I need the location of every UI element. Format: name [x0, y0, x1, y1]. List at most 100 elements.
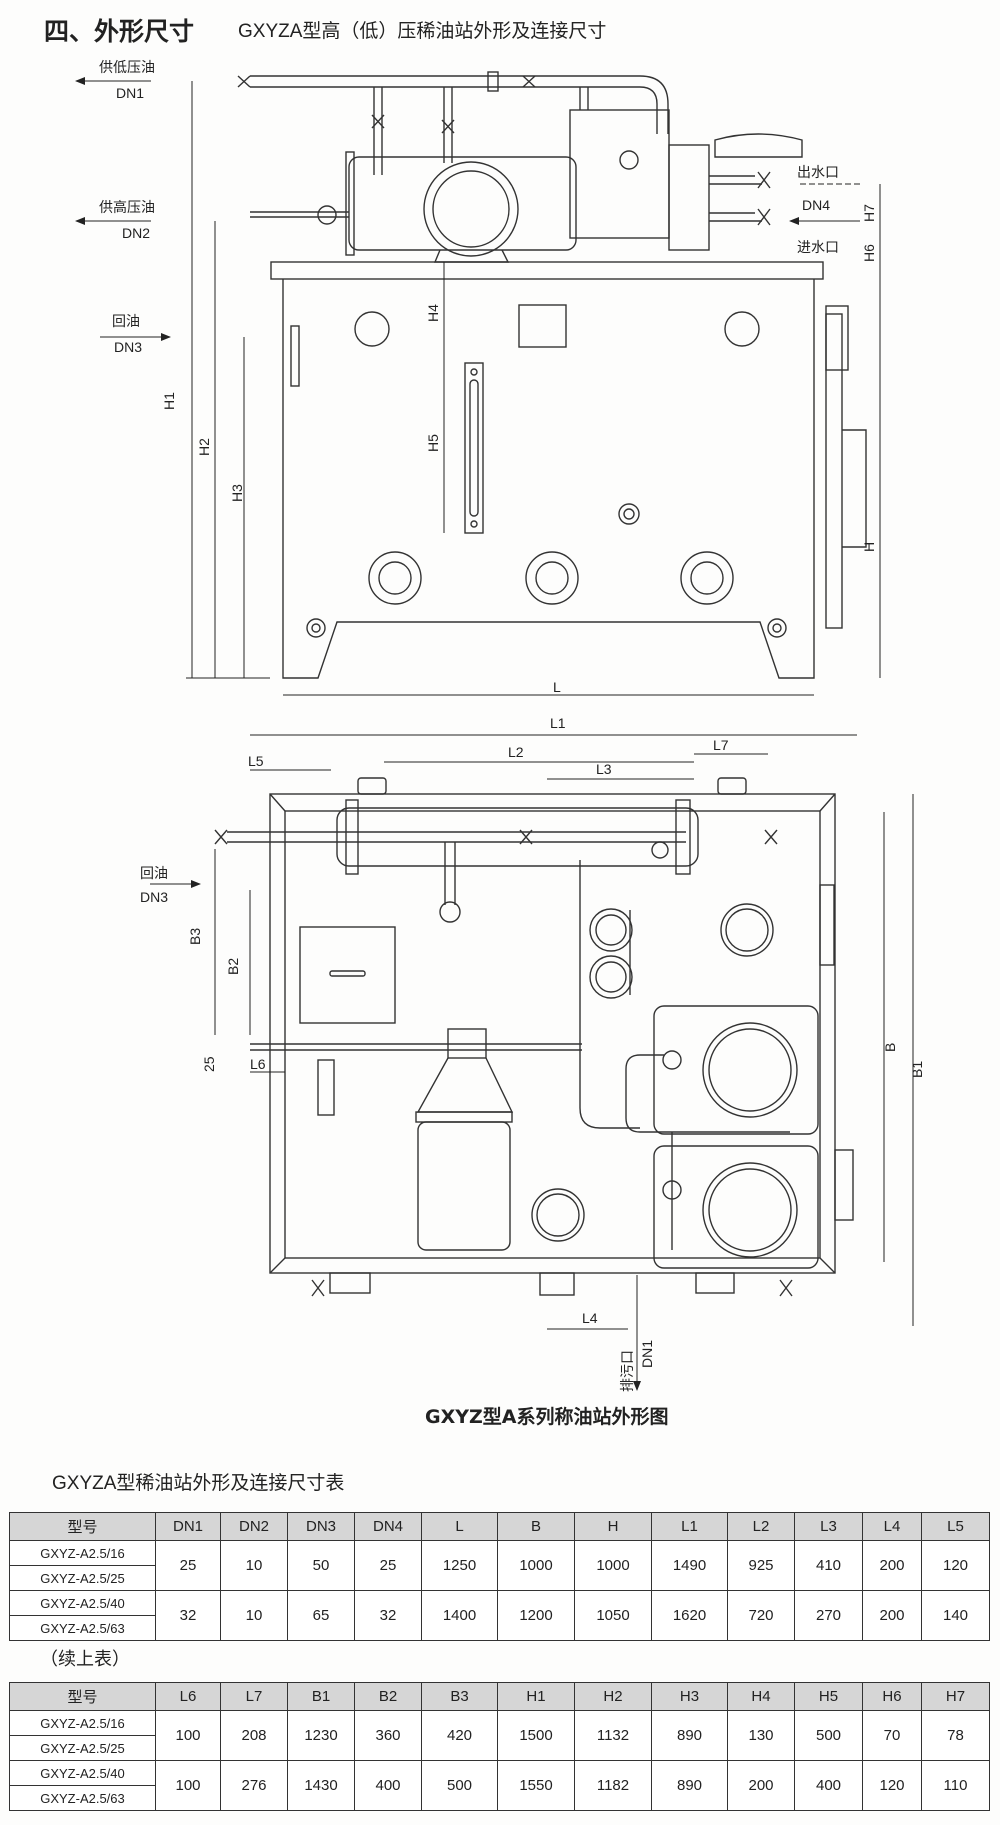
label-b: B: [882, 1043, 898, 1052]
value-cell: 78: [921, 1710, 990, 1761]
label-l6: L6: [250, 1056, 266, 1072]
label-dn3: DN3: [114, 339, 142, 355]
value-cell: 1000: [574, 1540, 652, 1591]
value-cell: 140: [921, 1590, 990, 1641]
level-gauge: [464, 362, 484, 534]
flanged-ports: [368, 551, 734, 605]
value-cell: 100: [155, 1760, 221, 1811]
label-dn1: DN1: [116, 85, 144, 101]
value-cell: 120: [921, 1540, 990, 1591]
top-view: [214, 777, 854, 1297]
value-cell: 110: [921, 1760, 990, 1811]
table-row: GXYZ-A2.5/25: [9, 1565, 990, 1591]
column-header: 型号: [9, 1682, 156, 1711]
label-h3: H3: [229, 484, 245, 502]
value-cell: 1050: [574, 1590, 652, 1641]
value-cell: 1000: [497, 1540, 575, 1591]
column-header: H1: [497, 1682, 575, 1711]
column-header: L: [421, 1512, 498, 1541]
label-b3: B3: [187, 928, 203, 945]
pressure-pipe: [250, 1043, 582, 1051]
table-row: GXYZ-A2.5/25: [9, 1735, 990, 1761]
value-cell: 10: [220, 1590, 288, 1641]
column-header: B3: [421, 1682, 498, 1711]
column-header: DN2: [220, 1512, 288, 1541]
top-view-labels: L1 L2 L3 L5 L7 回油 DN3 B3 B2 25 L6 B B1 L…: [140, 715, 925, 1392]
value-cell: 25: [155, 1540, 221, 1591]
continued-label: （续上表）: [40, 1649, 130, 1669]
label-dn1-name: 供低压油: [99, 59, 155, 75]
label-dn3-name: 回油: [140, 865, 168, 881]
value-cell: 1500: [497, 1710, 575, 1761]
technical-drawings: 供低压油 DN1 供高压油 DN2 回油 DN3 出水口 DN4 进水口 H7 …: [75, 59, 925, 1392]
column-header: DN4: [354, 1512, 422, 1541]
value-cell: 1230: [287, 1710, 355, 1761]
value-cell: 1490: [651, 1540, 728, 1591]
value-cell: 1430: [287, 1760, 355, 1811]
model-cell: GXYZ-A2.5/25: [9, 1565, 156, 1591]
label-h: H: [861, 542, 877, 552]
top-view-annotations: [150, 734, 914, 1391]
label-25: 25: [201, 1056, 217, 1072]
value-cell: 1620: [651, 1590, 728, 1641]
value-cell: 130: [727, 1710, 795, 1761]
column-header: H: [574, 1512, 652, 1541]
label-water-in: 进水口: [797, 239, 839, 255]
value-cell: 890: [651, 1710, 728, 1761]
value-cell: 25: [354, 1540, 422, 1591]
model-cell: GXYZ-A2.5/16: [9, 1540, 156, 1566]
value-cell: 400: [794, 1760, 863, 1811]
feet: [311, 1272, 793, 1297]
value-cell: 400: [354, 1760, 422, 1811]
motor-pump: [415, 1028, 514, 1251]
value-cell: 32: [354, 1590, 422, 1641]
model-cell: GXYZ-A2.5/63: [9, 1785, 156, 1811]
value-cell: 270: [794, 1590, 863, 1641]
label-h1: H1: [161, 392, 177, 410]
base-frame: [269, 793, 854, 1274]
label-drain: 排污口: [619, 1350, 635, 1392]
label-l: L: [553, 679, 561, 695]
label-h4: H4: [425, 304, 441, 322]
column-header: H4: [727, 1682, 795, 1711]
tank-body: [270, 261, 867, 679]
value-cell: 1200: [497, 1590, 575, 1641]
label-dn2-name: 供高压油: [99, 199, 155, 215]
value-cell: 1550: [497, 1760, 575, 1811]
value-cell: 65: [287, 1590, 355, 1641]
value-cell: 500: [421, 1760, 498, 1811]
label-b2: B2: [225, 958, 241, 975]
value-cell: 1182: [574, 1760, 652, 1811]
nameplate: [518, 304, 567, 348]
label-h7: H7: [861, 204, 877, 222]
front-view-labels: 供低压油 DN1 供高压油 DN2 回油 DN3 出水口 DN4 进水口 H7 …: [99, 59, 877, 695]
column-header: H3: [651, 1682, 728, 1711]
drawing-subtitle: GXYZA型高（低）压稀油站外形及连接尺寸: [238, 21, 607, 42]
column-header: L6: [155, 1682, 221, 1711]
value-cell: 410: [794, 1540, 863, 1591]
column-header: DN3: [287, 1512, 355, 1541]
column-header: L2: [727, 1512, 795, 1541]
model-cell: GXYZ-A2.5/40: [9, 1760, 156, 1786]
label-water-out: 出水口: [797, 164, 839, 180]
column-header: H7: [921, 1682, 990, 1711]
label-dn1: DN1: [639, 1340, 655, 1368]
table-row: GXYZ-A2.5/63: [9, 1615, 990, 1641]
column-header: L7: [220, 1682, 288, 1711]
label-dn3-name: 回油: [112, 313, 140, 329]
value-cell: 100: [155, 1710, 221, 1761]
table-title: GXYZA型稀油站外形及连接尺寸表: [52, 1473, 345, 1494]
port-circle: [354, 311, 390, 347]
control-box: [299, 926, 396, 1024]
label-l7: L7: [713, 737, 729, 753]
section-title: 四、外形尺寸: [44, 17, 195, 46]
label-l5: L5: [248, 753, 264, 769]
value-cell: 1132: [574, 1710, 652, 1761]
column-header: H2: [574, 1682, 652, 1711]
model-cell: GXYZ-A2.5/25: [9, 1735, 156, 1761]
